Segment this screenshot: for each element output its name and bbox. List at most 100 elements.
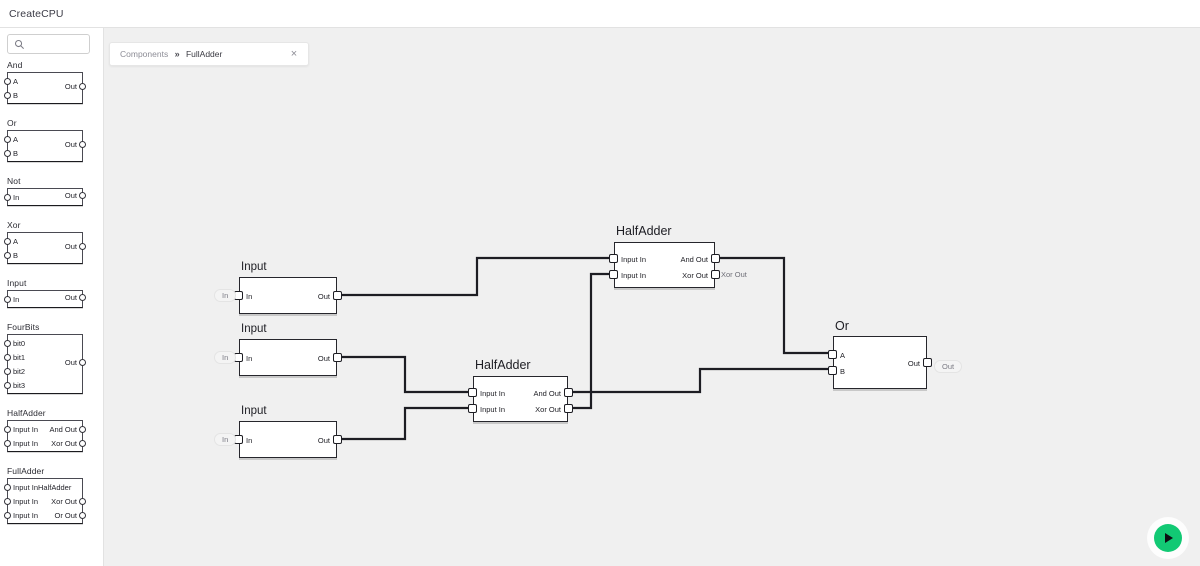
breadcrumb-root[interactable]: Components [120, 49, 169, 59]
pin-out[interactable] [333, 291, 342, 300]
io-chip-input-3[interactable]: In [214, 433, 237, 446]
pin-out[interactable] [333, 353, 342, 362]
pin-out[interactable] [333, 435, 342, 444]
node-input-1[interactable]: Input In Out [234, 261, 342, 314]
wire-input3-to-halfadder2 [337, 406, 473, 441]
close-icon[interactable]: × [290, 48, 298, 60]
palette-pin-label-in: A [13, 237, 19, 246]
palette-pin-out[interactable] [79, 359, 86, 366]
pin-b[interactable] [828, 366, 837, 375]
pin-and-out[interactable] [711, 254, 720, 263]
pin-xor-out[interactable] [711, 270, 720, 279]
palette-item-title: Input [7, 278, 27, 288]
palette-pin-in[interactable] [4, 498, 11, 505]
node-title: HalfAdder [616, 224, 672, 238]
wire-layer [337, 256, 833, 441]
palette-pin-in[interactable] [4, 426, 11, 433]
io-chip-or-out[interactable]: Out [934, 360, 963, 373]
search-input[interactable] [28, 35, 88, 53]
palette-pin-out[interactable] [79, 512, 86, 519]
palette-pin-in[interactable] [4, 238, 11, 245]
palette-item-body[interactable]: In Out [4, 188, 86, 206]
palette-pin-in[interactable] [4, 382, 11, 389]
node-input-3[interactable]: Input In Out [234, 405, 342, 458]
pin-label-input-in-1: Input In [480, 389, 506, 398]
pin-out[interactable] [923, 358, 932, 367]
node-title: Input [241, 261, 267, 273]
palette-pin-in[interactable] [4, 92, 11, 99]
breadcrumb-current: FullAdder [185, 49, 223, 59]
graph-canvas[interactable]: Components » FullAdder × [104, 28, 1200, 566]
palette-pin-in[interactable] [4, 354, 11, 361]
palette-pin-out[interactable] [79, 192, 86, 199]
pin-input-in-2[interactable] [468, 404, 477, 413]
pin-input-in-1[interactable] [468, 388, 477, 397]
palette-pin-out[interactable] [79, 83, 86, 90]
palette-pin-out[interactable] [79, 440, 86, 447]
palette-item-title: HalfAdder [7, 408, 46, 418]
pin-label-b: B [840, 367, 846, 376]
palette-pin-in[interactable] [4, 296, 11, 303]
palette-pin-out[interactable] [79, 294, 86, 301]
node-or[interactable]: Or A B Out [828, 319, 932, 389]
run-button[interactable] [1154, 524, 1182, 552]
pin-label-out: Out [317, 436, 330, 445]
pin-xor-out[interactable] [564, 404, 573, 413]
palette-pin-in[interactable] [4, 440, 11, 447]
palette-center-label: HalfAdder [38, 483, 72, 492]
palette-pin-label-out: Out [64, 191, 77, 200]
wire-input2-to-halfadder2 [337, 355, 473, 394]
breadcrumb-tab[interactable]: Components » FullAdder × [109, 42, 309, 66]
search-box[interactable] [7, 34, 90, 54]
io-chip-input-1[interactable]: In [214, 289, 237, 302]
palette-pin-in[interactable] [4, 512, 11, 519]
palette-pin-label-in: In [13, 193, 20, 202]
palette-pin-out[interactable] [79, 141, 86, 148]
palette-pin-in[interactable] [4, 252, 11, 259]
pin-input-in-1[interactable] [609, 254, 618, 263]
node-input-2[interactable]: Input In Out [234, 323, 342, 376]
palette-pin-out[interactable] [79, 426, 86, 433]
palette-pin-out[interactable] [79, 243, 86, 250]
app-title: CreateCPU [9, 8, 64, 20]
palette-pin-in[interactable] [4, 484, 11, 491]
palette-pin-label-in: In [13, 295, 20, 304]
palette-pin-label-in: Input In [13, 511, 39, 520]
pin-label-and-out: And Out [533, 389, 561, 398]
pin-a[interactable] [828, 350, 837, 359]
palette-pin-in[interactable] [4, 150, 11, 157]
palette-pin-in[interactable] [4, 136, 11, 143]
pin-input-in-2[interactable] [609, 270, 618, 279]
palette-pin-in[interactable] [4, 368, 11, 375]
node-halfadder-1[interactable]: HalfAdder Input In Input In And Out Xor … [609, 224, 720, 288]
node-halfadder-2[interactable]: HalfAdder Input In Input In And Out Xor … [468, 358, 573, 422]
palette-pin-label-out: And Out [49, 425, 77, 434]
palette-pin-out[interactable] [79, 498, 86, 505]
palette-pin-in[interactable] [4, 340, 11, 347]
wire-halfadder1and-to-or1a [715, 256, 833, 355]
pin-label-xor-out: Xor Out [682, 271, 708, 280]
pin-and-out[interactable] [564, 388, 573, 397]
wire-input1-to-halfadder1 [337, 256, 614, 297]
io-chip-input-2[interactable]: In [214, 351, 237, 364]
palette-pin-in[interactable] [4, 194, 11, 201]
palette-item-title: Or [7, 118, 17, 128]
palette-item-title: Not [7, 176, 21, 186]
palette-pin-in[interactable] [4, 78, 11, 85]
